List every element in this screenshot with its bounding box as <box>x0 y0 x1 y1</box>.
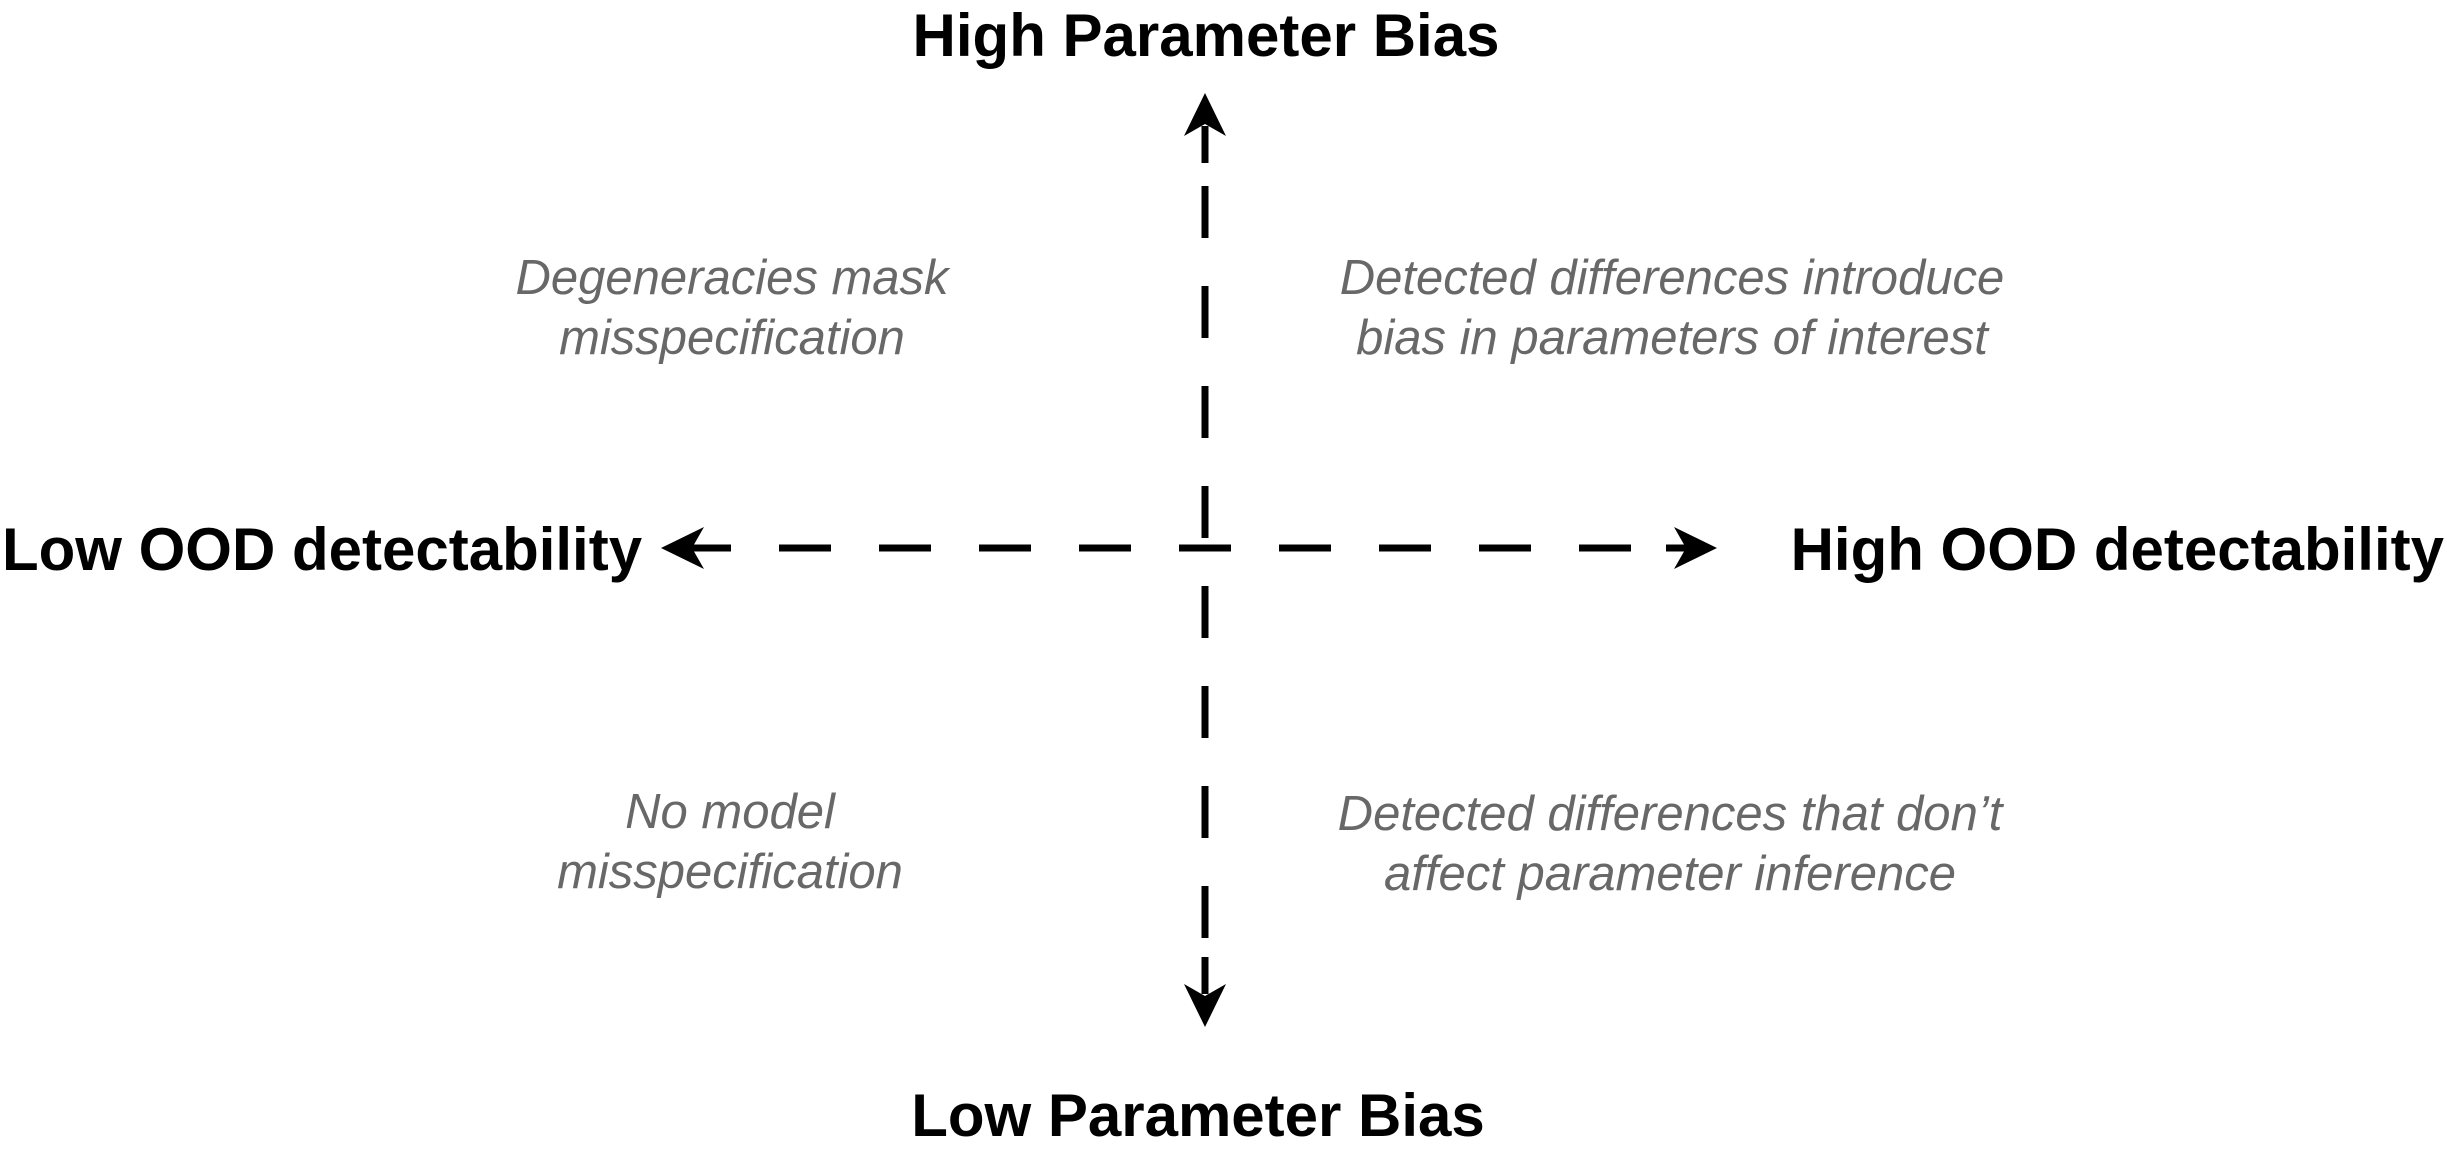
axis-label-bottom: Low Parameter Bias <box>911 1082 1485 1149</box>
quadrant-note-bottom-left: No model misspecification <box>557 782 903 902</box>
quadrant-note-line: affect parameter inference <box>1384 847 1956 901</box>
quadrant-note-line: Degeneracies mask <box>515 251 949 305</box>
arrow-left-icon <box>661 527 704 569</box>
arrow-up-icon <box>1184 93 1226 136</box>
axis-label-right: High OOD detectability <box>1790 516 2444 583</box>
axis-label-left: Low OOD detectability <box>2 516 643 583</box>
quadrant-note-top-left: Degeneracies mask misspecification <box>515 248 948 368</box>
quadrant-note-line: bias in parameters of interest <box>1356 311 1988 365</box>
arrow-down-icon <box>1184 984 1226 1027</box>
quadrant-note-line: Detected differences introduce <box>1339 251 2005 305</box>
quadrant-note-line: misspecification <box>557 845 903 899</box>
quadrant-note-line: Detected differences that don’t <box>1337 787 2003 841</box>
quadrant-note-top-right: Detected differences introduce bias in p… <box>1340 248 2005 368</box>
arrow-right-icon <box>1674 527 1717 569</box>
quadrant-note-line: misspecification <box>559 311 905 365</box>
quadrant-note-bottom-right: Detected differences that don’t affect p… <box>1338 784 2003 904</box>
axis-label-top: High Parameter Bias <box>912 2 1500 69</box>
quadrant-note-line: No model <box>625 785 835 839</box>
